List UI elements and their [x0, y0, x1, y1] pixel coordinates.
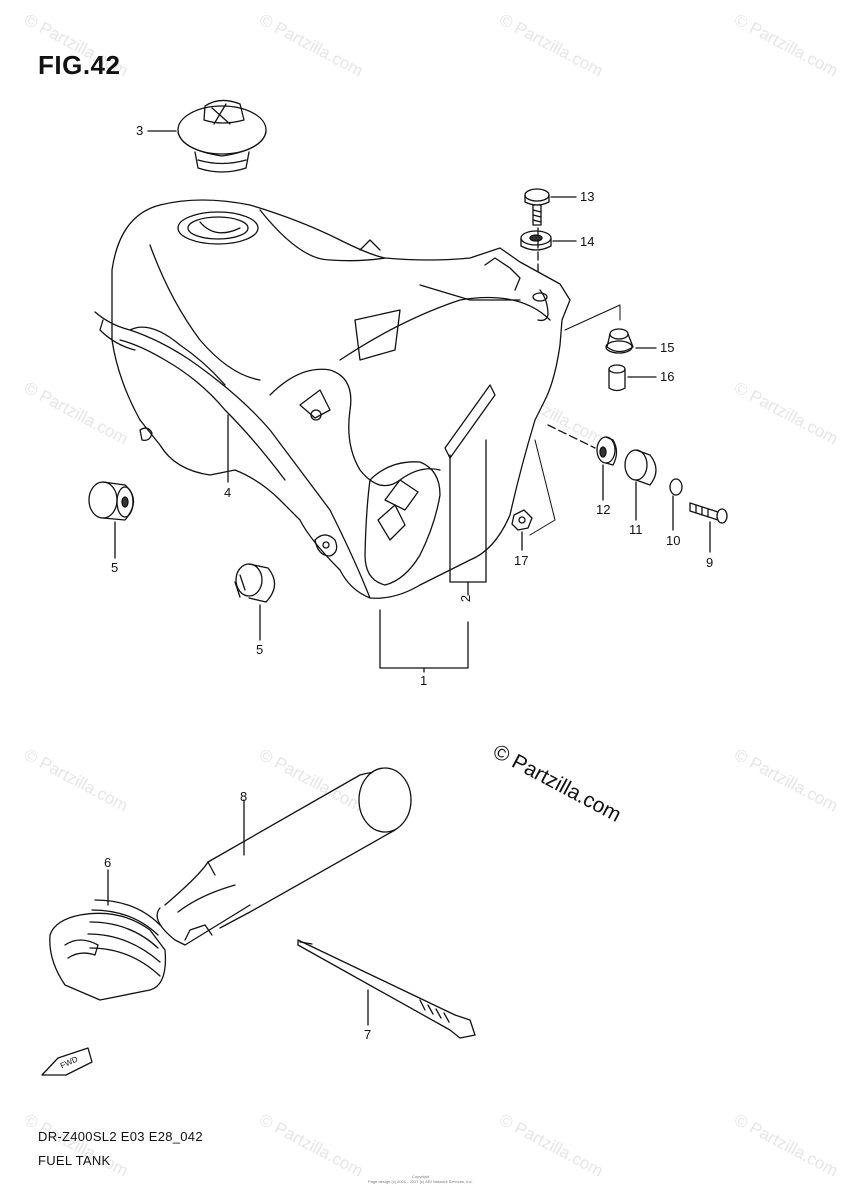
cable-tie-part[interactable]	[297, 939, 476, 1039]
callout-15: 15	[660, 340, 675, 355]
cushion-12-part[interactable]	[596, 436, 618, 466]
cover-tube-part[interactable]	[156, 767, 412, 946]
callout-10: 10	[666, 533, 681, 548]
grommet-part[interactable]	[49, 899, 167, 1001]
cushion-11-part[interactable]	[624, 449, 657, 486]
collar-part[interactable]	[608, 364, 626, 392]
cushion-part[interactable]	[520, 230, 552, 251]
callout-16: 16	[660, 369, 675, 384]
callout-6: 6	[104, 855, 112, 870]
fwd-arrow-icon	[41, 1047, 93, 1076]
callout-4: 4	[224, 485, 232, 500]
washer-part[interactable]	[669, 478, 683, 496]
figure-title: FIG.42	[38, 50, 121, 80]
model-code: DR-Z400SL2 E03 E28_042	[38, 1129, 203, 1144]
callout-7: 7	[364, 1027, 372, 1042]
tiny-copyright-line: Page design (c) 2001 - 2017 (c) ARI Netw…	[368, 1179, 473, 1184]
callout-12: 12	[596, 502, 611, 517]
callout-5: 5	[256, 642, 264, 657]
roller-part[interactable]	[88, 481, 135, 521]
rubber-part[interactable]	[605, 328, 634, 354]
fuel-cap-part[interactable]	[177, 99, 267, 173]
callout-11: 11	[629, 522, 643, 537]
nut-part[interactable]	[511, 509, 533, 531]
fuel-tank-part[interactable]	[94, 199, 571, 599]
bolt-part[interactable]	[524, 188, 550, 226]
callout-13: 13	[580, 189, 595, 204]
callout-1: 1	[420, 673, 428, 688]
bolt-9-part[interactable]	[689, 502, 728, 524]
callout-2: 2	[458, 594, 474, 603]
callout-9: 9	[706, 555, 714, 570]
callout-14: 14	[580, 234, 595, 249]
roller-part[interactable]	[234, 563, 276, 603]
callout-5: 5	[111, 560, 119, 575]
callout-8: 8	[240, 789, 248, 804]
callout-17: 17	[514, 553, 529, 568]
tiny-copyright-title: Copyright	[412, 1174, 430, 1179]
callout-3: 3	[136, 123, 144, 138]
section-name: FUEL TANK	[38, 1153, 111, 1168]
